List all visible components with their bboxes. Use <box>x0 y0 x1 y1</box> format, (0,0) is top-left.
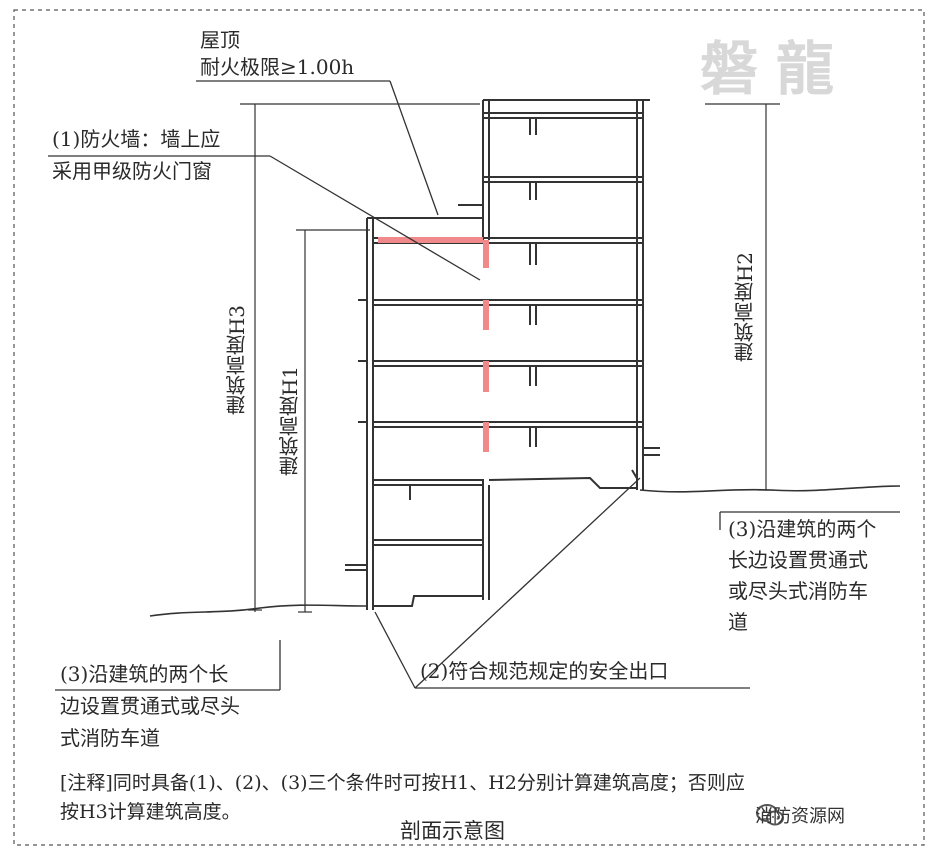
firewall-label-line2: 采用甲级防火门窗 <box>52 159 212 183</box>
height-h1-label: 建筑高度H1 <box>278 366 302 477</box>
fire-lane-left-line1: (3)沿建筑的两个长 <box>60 662 229 686</box>
height-h2-label: 建筑高度H2 <box>733 252 757 363</box>
fire-lane-right-line3: 或尽头式消防车 <box>728 579 868 603</box>
fire-lane-left-line3: 式消防车道 <box>60 726 160 750</box>
dimension-lines <box>240 103 780 613</box>
note-line2: 按H3计算建筑高度。 <box>60 801 241 823</box>
roof-label-line2: 耐火极限≥1.00h <box>200 55 355 79</box>
wechat-account-name: 消防资源网 <box>755 806 845 827</box>
diagram-caption: 剖面示意图 <box>400 819 505 843</box>
tall-building <box>482 99 660 490</box>
note-line1: [注释]同时具备(1)、(2)、(3)三个条件时可按H1、H2分别计算建筑高度；… <box>60 772 745 794</box>
dashed-frame <box>13 9 925 846</box>
fire-lane-left-line2: 边设置贯通式或尽头 <box>60 694 240 718</box>
wechat-badge: 消防资源网 <box>755 800 845 830</box>
leader-lines <box>48 80 900 691</box>
fire-lane-right-line1: (3)沿建筑的两个 <box>728 517 877 541</box>
firewall-label-line1: (1)防火墙：墙上应 <box>52 127 221 151</box>
fire-lane-right-line4: 道 <box>728 610 748 634</box>
firewall <box>378 237 489 452</box>
fire-lane-right-line2: 长边设置贯通式 <box>728 548 868 572</box>
podium-building <box>345 204 644 610</box>
safety-exit-label: (2)符合规范规定的安全出口 <box>420 659 669 683</box>
height-h3-label: 建筑高度H3 <box>225 305 249 416</box>
wechat-icon <box>755 802 785 828</box>
roof-label-line1: 屋顶 <box>200 28 240 52</box>
watermark-logo: 磐龍 <box>700 35 853 103</box>
